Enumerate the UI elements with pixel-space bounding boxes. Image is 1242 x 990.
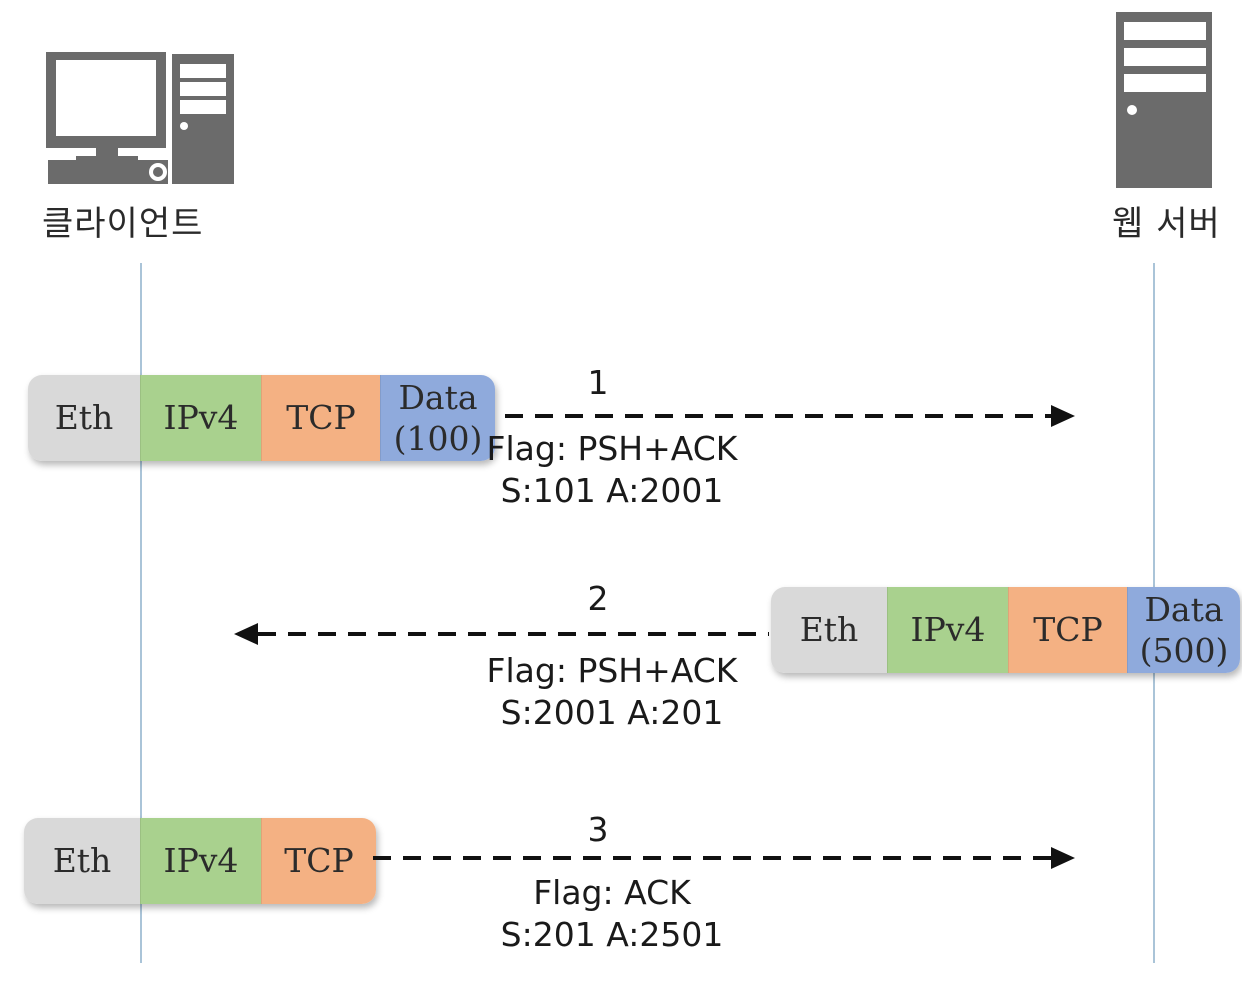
step-number-1: 1 <box>587 363 609 402</box>
seq-ack-text: S:201 A:2501 <box>500 915 724 954</box>
client-label: 클라이언트 <box>42 204 204 244</box>
step-number-3: 3 <box>587 810 609 849</box>
client-lifeline <box>140 263 142 963</box>
flag-text: Flag: PSH+ACK <box>486 651 738 690</box>
eth-header: Eth <box>771 587 887 673</box>
step-3-info: Flag: ACK S:201 A:2501 <box>462 872 762 956</box>
packet-step-3: Eth IPv4 TCP <box>24 818 376 904</box>
eth-header: Eth <box>28 375 140 461</box>
seq-ack-text: S:2001 A:201 <box>500 693 724 732</box>
eth-header: Eth <box>24 818 140 904</box>
data-label: Data <box>1144 589 1224 629</box>
packet-step-1: Eth IPv4 TCP Data (100) <box>28 375 495 461</box>
arrow-left-2 <box>234 623 769 645</box>
data-size: (500) <box>1139 631 1229 670</box>
data-label: Data <box>398 377 478 417</box>
step-1-info: Flag: PSH+ACK S:101 A:2001 <box>462 428 762 512</box>
step-2-info: Flag: PSH+ACK S:2001 A:201 <box>462 650 762 734</box>
ipv4-header: IPv4 <box>140 375 261 461</box>
tcp-header: TCP <box>1008 587 1127 673</box>
ipv4-header: IPv4 <box>887 587 1008 673</box>
tcp-header: TCP <box>261 375 380 461</box>
data-payload: Data (100) <box>380 375 495 461</box>
ipv4-header: IPv4 <box>140 818 261 904</box>
packet-step-2: Eth IPv4 TCP Data (500) <box>771 587 1240 673</box>
arrow-right-1 <box>505 405 1075 427</box>
data-payload: Data (500) <box>1127 587 1240 673</box>
flag-text: Flag: ACK <box>533 873 691 912</box>
flag-text: Flag: PSH+ACK <box>486 429 738 468</box>
server-tower-icon <box>1116 12 1212 188</box>
step-number-2: 2 <box>587 579 609 618</box>
seq-ack-text: S:101 A:2001 <box>500 471 724 510</box>
tcp-header: TCP <box>261 818 376 904</box>
data-size: (100) <box>393 419 483 458</box>
desktop-computer-icon <box>46 52 234 184</box>
server-label: 웹 서버 <box>1112 204 1221 244</box>
arrow-right-3 <box>373 847 1075 869</box>
